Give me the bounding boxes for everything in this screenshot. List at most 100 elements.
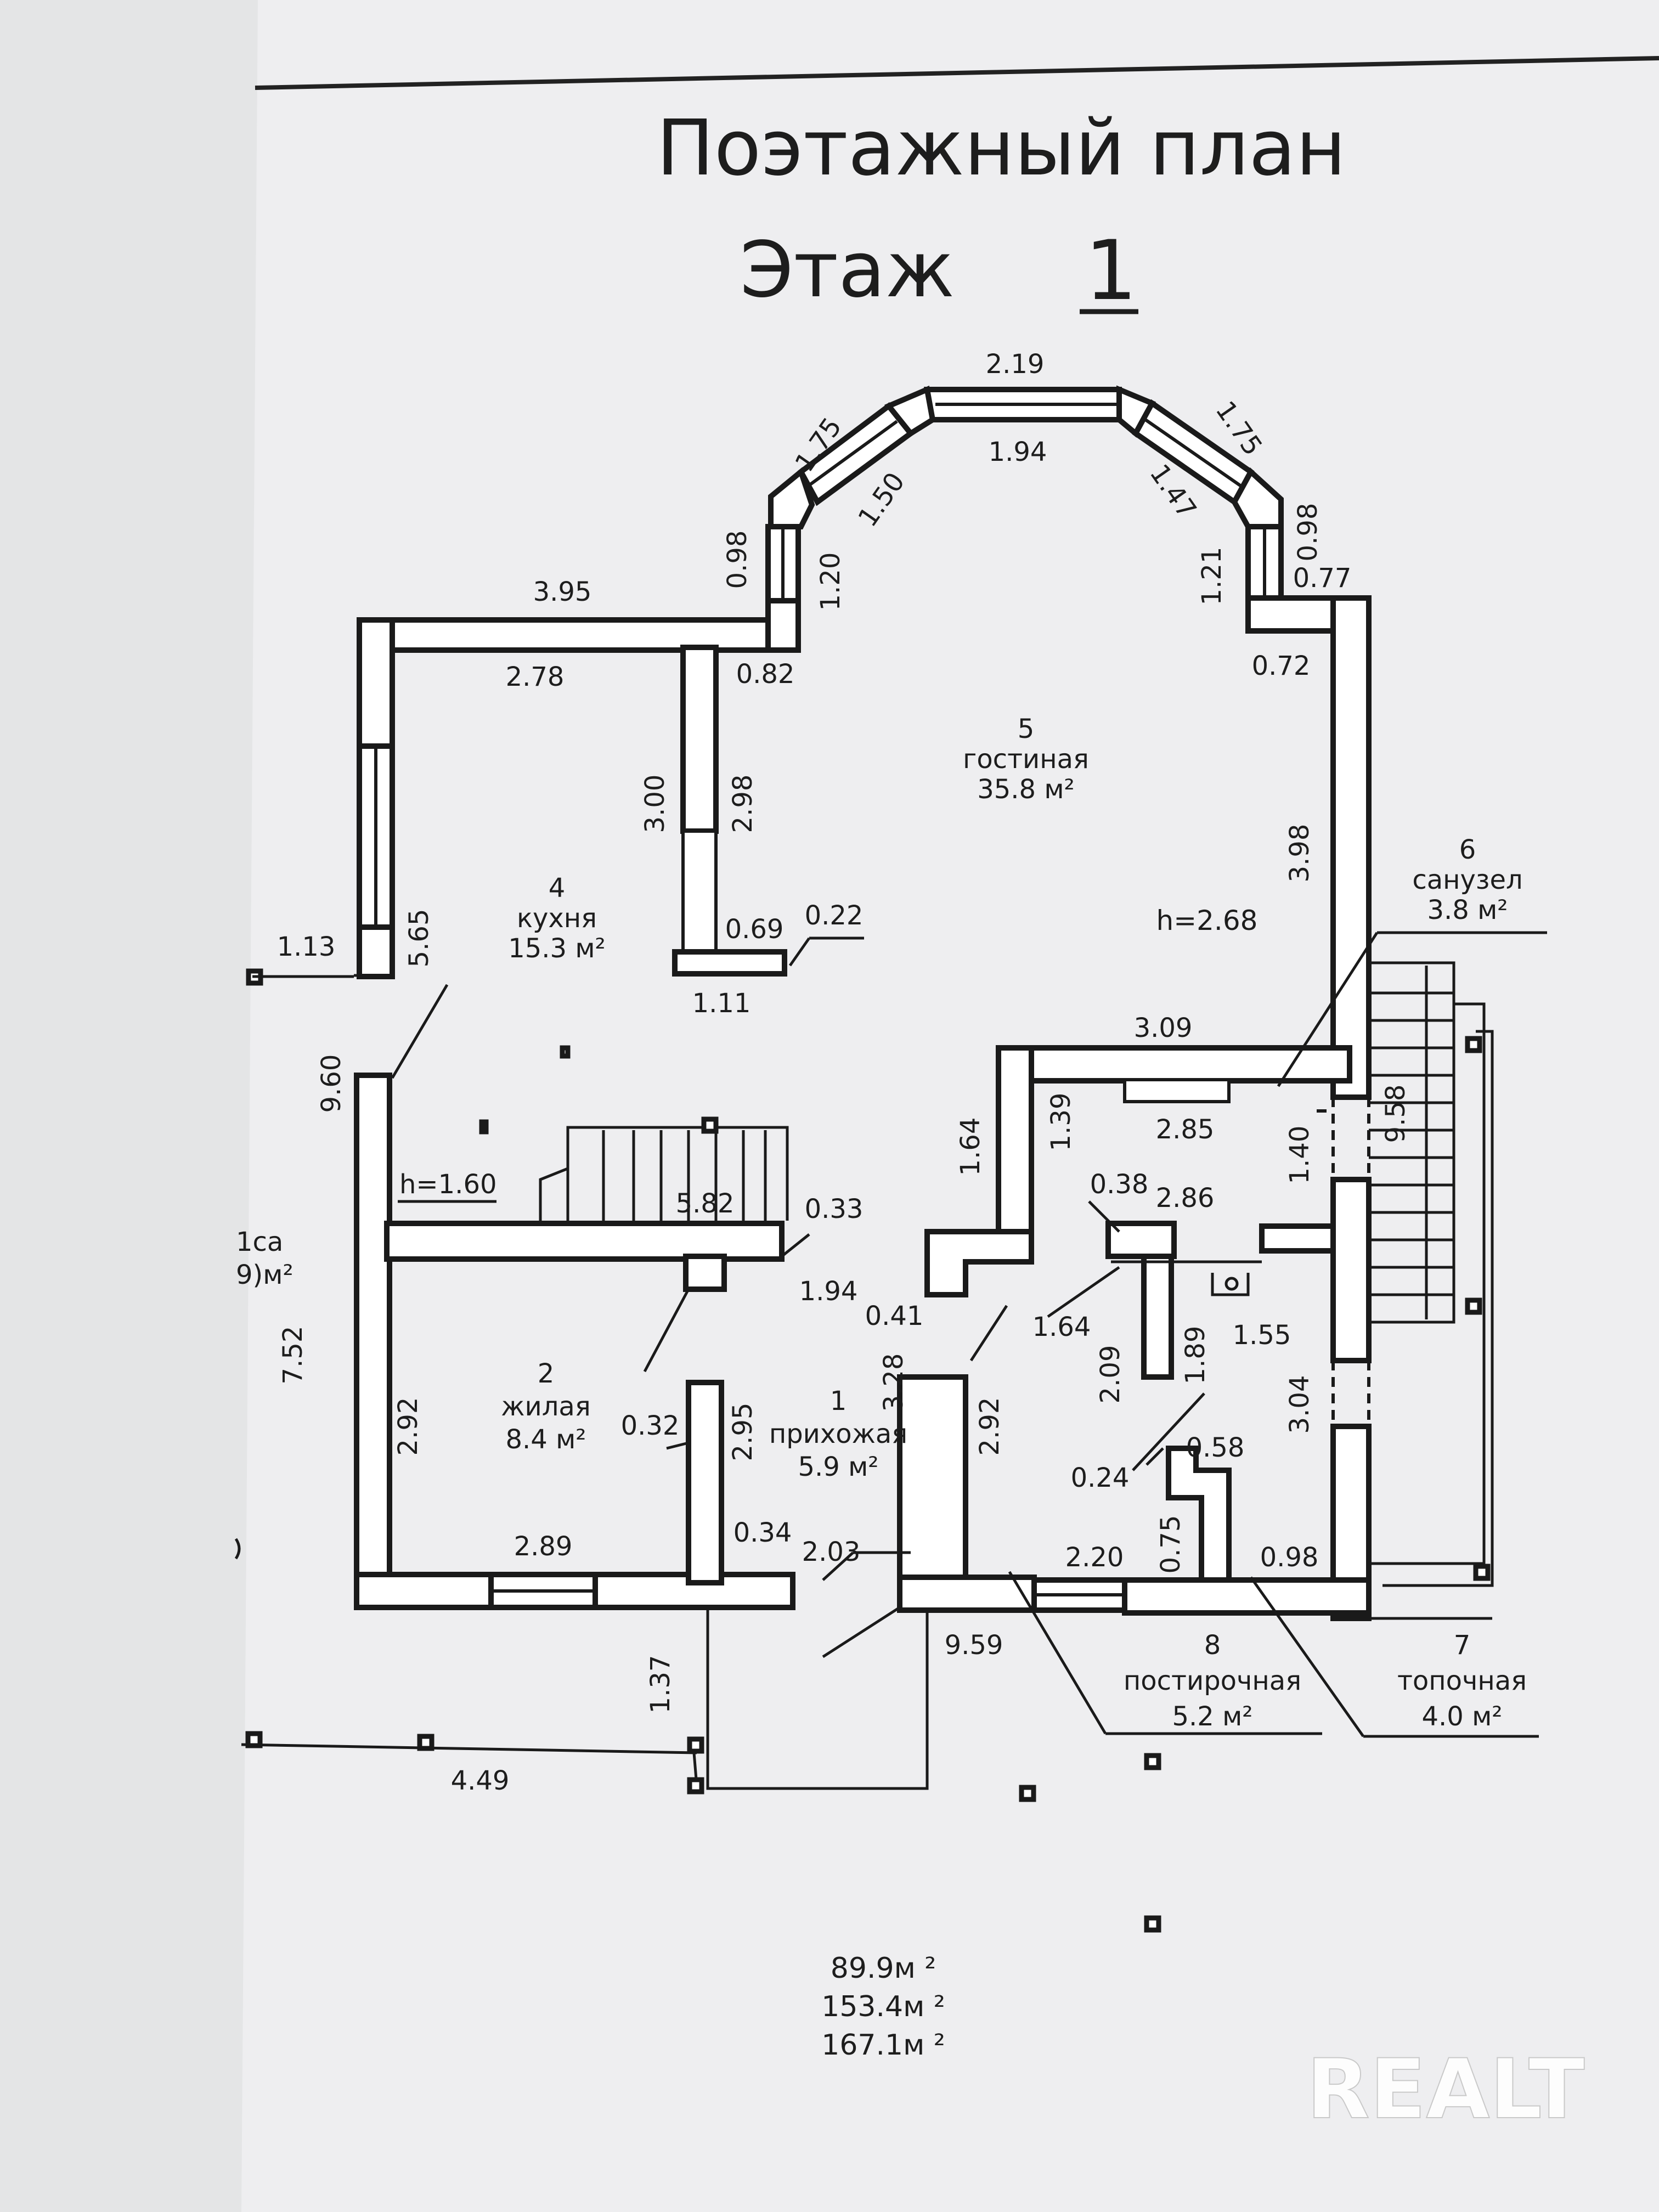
wall-laundry-south-left [897, 1575, 1037, 1613]
dimension: 0.41 [865, 1301, 924, 1331]
dimension: 0.98 [1260, 1542, 1319, 1573]
door-openings [1317, 1097, 1370, 1426]
area-summary-line: 89.9м ² [831, 1952, 936, 1985]
dimension: 7.52 [278, 1326, 308, 1385]
dimension: 5.65 [404, 909, 435, 968]
dimension: 2.86 [1156, 1183, 1215, 1214]
dimension: 1.94 [989, 437, 1047, 467]
dimension: 5.82 [676, 1188, 735, 1219]
area-summary: 89.9м ² 153.4м ² 167.1м ² [821, 1952, 945, 2062]
wall-bedroom-hall-partition [686, 1380, 724, 1585]
dimension: 2.78 [506, 662, 565, 692]
room-area: 8.4 м² [505, 1424, 586, 1455]
floor-number: 1 [1085, 223, 1137, 319]
ceiling-height: h=2.68 [1156, 905, 1258, 936]
wall-bay-left-corner [768, 467, 815, 529]
room-area: 5.2 м² [1172, 1701, 1252, 1732]
dimension: 0.34 [733, 1517, 792, 1548]
dimension: 0.72 [1252, 651, 1311, 681]
dimension: 3.95 [533, 577, 592, 607]
staircase-exterior [1367, 961, 1494, 1587]
dimension: 1.11 [692, 988, 751, 1019]
room-area: 4.0 м² [1421, 1701, 1502, 1732]
room-name: топочная [1397, 1666, 1527, 1696]
watermark-logo: REALT [1306, 2042, 1584, 2137]
room-name: жилая [501, 1391, 590, 1422]
dimension: 3.28 [878, 1353, 909, 1412]
dimension: 2.89 [514, 1531, 573, 1562]
wall-bathroom-north [996, 1045, 1352, 1084]
wall-laundry-south-right [1122, 1577, 1372, 1616]
dimension: 9.59 [945, 1630, 1003, 1661]
wall-kitchen-west-upper [357, 617, 395, 749]
wall-boiler-partition [1141, 1254, 1174, 1380]
wall-living-east [1330, 595, 1372, 1100]
dimension: 1.21 [1197, 547, 1227, 606]
dimension: 0.75 [1155, 1515, 1186, 1574]
dimension: 2.92 [974, 1397, 1005, 1456]
dimension: 0.32 [621, 1410, 680, 1441]
room-area: 3.8 м² [1427, 895, 1508, 926]
dimension: 2.19 [986, 349, 1045, 380]
floor-label: Этаж [740, 225, 955, 315]
dimension: 0.69 [725, 914, 784, 945]
dimension: 0.38 [1090, 1169, 1149, 1200]
room-number: 4 [549, 873, 566, 904]
dimension: 9.60 [316, 1054, 347, 1113]
dimension: 2.20 [1065, 1542, 1124, 1573]
dimension: 2.92 [393, 1397, 424, 1456]
dimension: 1.89 [1180, 1326, 1211, 1385]
wall-kitchen-south [384, 1221, 785, 1262]
area-summary-line: 167.1м ² [821, 2029, 945, 2062]
dimension: 0.98 [722, 531, 753, 589]
dimension: 1.55 [1233, 1320, 1291, 1351]
dimension: 2.98 [727, 775, 758, 833]
leader-lines [252, 931, 1547, 1738]
dimension: 3.00 [640, 775, 670, 833]
wall-bedroom-south-right [592, 1572, 795, 1610]
room-number: 2 [538, 1358, 555, 1389]
room-name: гостиная [963, 744, 1089, 775]
sink-symbol [1211, 1273, 1250, 1296]
room-area: 35.8 м² [977, 774, 1075, 805]
room-name: санузел [1412, 865, 1522, 895]
wall-west-exterior [354, 1073, 392, 1610]
dimension: 0.98 [1293, 503, 1323, 562]
dimension: 3.98 [1284, 824, 1315, 883]
paper-page [236, 0, 1659, 2212]
wall-bathroom-south [1105, 1221, 1177, 1259]
cut-off-label: 9)м² [236, 1260, 294, 1290]
dimension: 0.24 [1071, 1463, 1130, 1493]
ceiling-height: h=1.60 [399, 1169, 497, 1200]
room-number: 6 [1459, 834, 1476, 865]
area-summary-line: 153.4м ² [821, 1990, 945, 2023]
room-number: 5 [1018, 714, 1035, 744]
room-number: 7 [1454, 1630, 1471, 1661]
dimension: 0.58 [1186, 1432, 1245, 1463]
room-area: 15.3 м² [508, 933, 606, 964]
wall-bathroom-west [996, 1045, 1034, 1234]
walls [354, 385, 1372, 1621]
dimension: 1.40 [1284, 1126, 1315, 1184]
wall-boiler-room [1166, 1446, 1232, 1583]
dimension: 1.94 [799, 1276, 858, 1307]
room-area: 5.9 м² [798, 1452, 878, 1482]
dimension: 1.13 [277, 932, 336, 962]
dimension: 2.09 [1095, 1345, 1126, 1404]
dimension: 1.37 [645, 1655, 676, 1714]
dimension: 1.39 [1046, 1093, 1076, 1152]
wall-kitchen-living-partition [680, 645, 719, 834]
dimension: 1.64 [1032, 1312, 1091, 1342]
wall-bedroom-south-left [354, 1572, 494, 1610]
dimension: 2.85 [1156, 1114, 1215, 1145]
bathtub [1123, 1078, 1231, 1103]
dimension: 0.82 [736, 659, 795, 690]
wall-hall-east [897, 1374, 968, 1599]
dimension: 2.03 [802, 1537, 861, 1567]
page-title: Поэтажный план [656, 104, 1346, 193]
room-name: кухня [517, 903, 597, 934]
dimension: 4.49 [451, 1765, 510, 1796]
wall-kitchen-north [357, 617, 795, 653]
